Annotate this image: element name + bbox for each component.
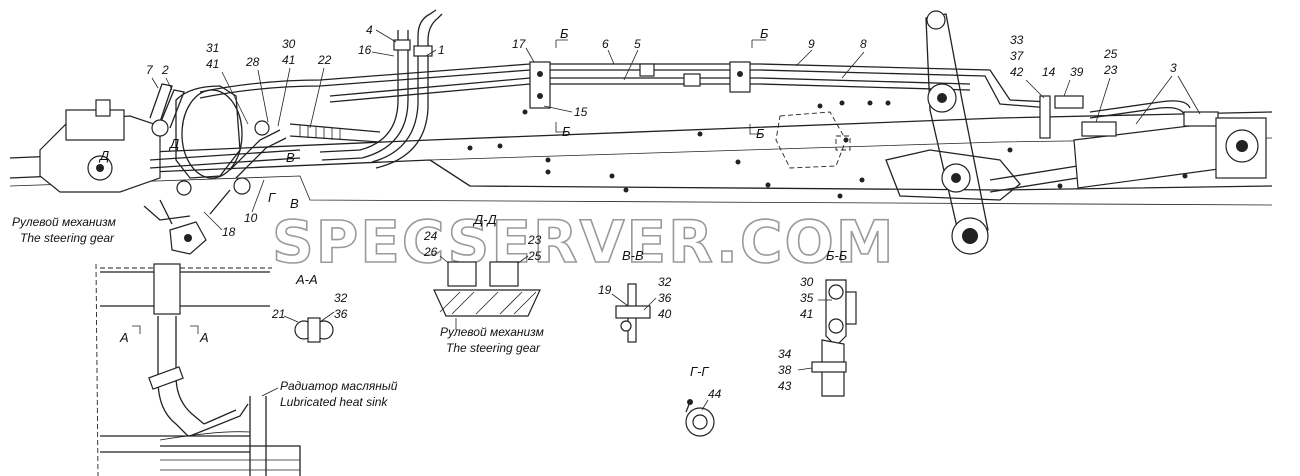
cut-g: Г: [268, 190, 276, 205]
label-4: 4: [366, 23, 373, 37]
label-14: 14: [1042, 65, 1056, 79]
label-3: 3: [1170, 61, 1177, 75]
watermark: SPECSERVER.COM: [272, 208, 895, 276]
section-aa-32: 32: [334, 291, 348, 305]
section-aa-21: 21: [271, 307, 285, 321]
section-dd-23: 23: [527, 233, 542, 247]
radiator-caption: Радиатор масляный Lubricated heat sink: [261, 379, 398, 409]
label-18: 18: [222, 225, 236, 239]
radiator-caption-ru: Радиатор масляный: [280, 379, 398, 393]
label-41-a: 41: [206, 57, 219, 71]
section-aa: А-А 32 36 21: [271, 272, 348, 343]
label-30: 30: [282, 37, 296, 51]
cut-d-left: Д: [98, 148, 109, 163]
cut-v-bottom: В: [290, 196, 299, 211]
section-dd-25: 25: [527, 249, 542, 263]
label-8: 8: [860, 37, 867, 51]
cut-b-bot-2: Б: [756, 126, 765, 141]
label-37: 37: [1010, 49, 1025, 63]
label-17: 17: [512, 37, 527, 51]
cut-a-right: А: [199, 330, 209, 345]
label-1: 1: [438, 43, 445, 57]
steering-gear: [39, 83, 381, 255]
label-15: 15: [574, 105, 588, 119]
section-dd-24: 24: [423, 229, 438, 243]
section-bb-35: 35: [800, 291, 814, 305]
label-42: 42: [1010, 65, 1024, 79]
vertical-pipes: [319, 9, 443, 169]
section-gg: Г-Г 44: [685, 364, 722, 437]
frame-rail: [9, 100, 1273, 206]
main-callouts: 4 16 1 17 Б 6 5 Б 9 8 33 37 42 14 39 25 …: [98, 23, 1201, 239]
section-dd-caption-en: The steering gear: [446, 341, 541, 355]
section-vv-19: 19: [598, 283, 612, 297]
section-aa-title: А-А: [295, 272, 318, 287]
section-vv-32: 32: [658, 275, 672, 289]
label-22: 22: [317, 53, 332, 67]
section-vv: В-В 19 32 36 40: [598, 248, 672, 343]
frame-holes: [467, 100, 1188, 199]
cut-d-right: Д: [168, 136, 179, 151]
section-gg-44: 44: [708, 387, 722, 401]
label-25: 25: [1103, 47, 1118, 61]
section-aa-detail: А А: [95, 263, 301, 476]
section-vv-40: 40: [658, 307, 672, 321]
label-10: 10: [244, 211, 258, 225]
label-7: 7: [146, 63, 154, 77]
label-28: 28: [245, 55, 260, 69]
cut-v-mid: В: [286, 150, 295, 165]
steering-caption-en: The steering gear: [20, 231, 115, 245]
steering-caption-ru: Рулевой механизм: [12, 215, 116, 229]
label-6: 6: [602, 37, 609, 51]
steering-gear-caption: Рулевой механизм The steering gear: [12, 215, 116, 245]
section-bb-38: 38: [778, 363, 792, 377]
radiator-caption-en: Lubricated heat sink: [280, 395, 388, 409]
cut-b-top-1: Б: [560, 26, 569, 41]
cut-a-left: А: [119, 330, 129, 345]
section-dd-caption-ru: Рулевой механизм: [440, 325, 544, 339]
cut-b-top-2: Б: [760, 26, 769, 41]
label-23: 23: [1103, 63, 1118, 77]
label-41-b: 41: [282, 53, 295, 67]
section-bb-30: 30: [800, 275, 814, 289]
label-31: 31: [206, 41, 219, 55]
section-aa-36: 36: [334, 307, 348, 321]
power-cylinder: [1073, 100, 1267, 189]
label-9: 9: [808, 37, 815, 51]
section-bb-41: 41: [800, 307, 813, 321]
label-39: 39: [1070, 65, 1084, 79]
section-bb-34: 34: [778, 347, 792, 361]
label-16: 16: [358, 43, 372, 57]
label-2: 2: [161, 63, 169, 77]
section-bb-43: 43: [778, 379, 792, 393]
brackets: [529, 61, 1051, 139]
section-bb-title: Б-Б: [826, 248, 848, 263]
label-33: 33: [1010, 33, 1024, 47]
cut-b-bot-1: Б: [562, 124, 571, 139]
section-dd-title: Д-Д: [472, 212, 497, 227]
section-vv-title: В-В: [622, 248, 644, 263]
section-bb: Б-Б 30 35 41 34 38 43: [778, 248, 857, 397]
section-dd-26: 26: [423, 245, 438, 259]
section-dd: Д-Д 24 26 23 25 Рулевой механизм The ste…: [423, 212, 544, 355]
lever-arm: [885, 10, 1091, 255]
cross-member-dashed: [775, 111, 851, 169]
label-5: 5: [634, 37, 641, 51]
section-vv-36: 36: [658, 291, 672, 305]
section-gg-title: Г-Г: [690, 364, 709, 379]
